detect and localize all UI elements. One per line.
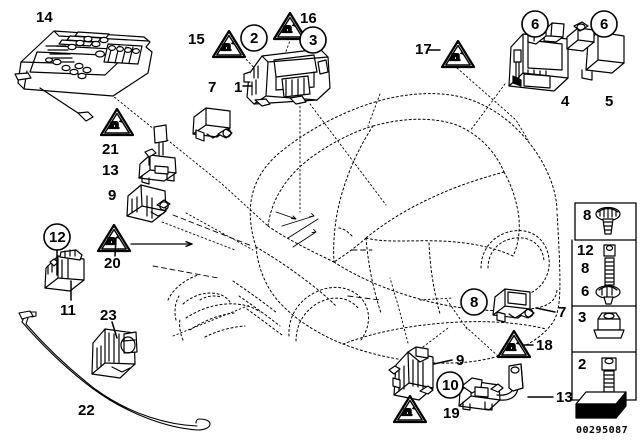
callout-3-nut: 3 bbox=[578, 309, 587, 326]
callout-16-airbag-warning-label: 16 bbox=[300, 10, 317, 27]
component-satellite-sensor-rear bbox=[492, 288, 535, 323]
windshield-arrows bbox=[275, 211, 319, 248]
circled-callout-6-screw-right: 6 bbox=[600, 16, 609, 33]
callout-17-airbag-warning-label: 17 bbox=[415, 41, 432, 58]
diagram-part-number: 00295087 bbox=[576, 425, 629, 436]
callout-5-bracket: 5 bbox=[605, 93, 614, 110]
callout-18-airbag-warning-label: 18 bbox=[536, 337, 553, 354]
callout-9-side-impact-sensor-rear: 9 bbox=[456, 352, 465, 369]
circled-callout-8-screw: 8 bbox=[470, 294, 479, 311]
car-body-outline bbox=[167, 93, 561, 364]
circled-callout-6-screw-left: 6 bbox=[531, 16, 540, 33]
callout-20-airbag-warning-label: 20 bbox=[104, 255, 121, 272]
component-sensor-cable-front bbox=[138, 124, 177, 185]
component-side-impact-sensor-rear bbox=[388, 346, 434, 401]
callout-circles bbox=[43, 10, 618, 399]
component-bracket bbox=[566, 21, 625, 81]
component-wiring-harness bbox=[18, 310, 211, 431]
component-satellite-sensor-front bbox=[192, 107, 233, 142]
callout-13-sensor-cable-rear: 13 bbox=[556, 389, 573, 406]
airbag-warning-triangle-20 bbox=[96, 223, 132, 253]
callout-1-control-unit: 1 bbox=[234, 79, 243, 96]
component-junction-box-carrier bbox=[14, 30, 153, 122]
component-sensor-cable-rear bbox=[458, 363, 524, 411]
leader-lines-dashed bbox=[152, 214, 381, 301]
callout-19-airbag-warning-label: 19 bbox=[443, 405, 460, 422]
callout-8-screw-upper: 8 bbox=[583, 207, 592, 224]
circled-callout-2-bolt: 2 bbox=[250, 30, 259, 47]
component-side-impact-sensor-front bbox=[126, 184, 171, 223]
leader-arrow-20 bbox=[130, 240, 193, 248]
callout-12-bolt: 12 bbox=[577, 242, 594, 259]
callout-4-control-module: 4 bbox=[561, 93, 570, 110]
component-crash-sensor bbox=[44, 249, 85, 292]
callout-14-junction-box: 14 bbox=[36, 9, 53, 26]
brand-wedge-mark bbox=[575, 391, 627, 419]
callout-6-screw: 6 bbox=[581, 283, 590, 300]
airbag-warning-triangle-17 bbox=[440, 39, 476, 69]
component-control-module bbox=[508, 17, 569, 92]
callout-22-wiring-harness: 22 bbox=[78, 402, 95, 419]
circled-callout-12-bolt: 12 bbox=[49, 229, 66, 246]
callout-15-airbag-warning-label: 15 bbox=[188, 31, 205, 48]
callout-9-side-impact-sensor: 9 bbox=[108, 187, 117, 204]
callout-2-bolt: 2 bbox=[578, 356, 587, 373]
callout-23-front-sensor: 23 bbox=[100, 307, 117, 324]
callout-ticks bbox=[56, 49, 556, 398]
component-airbag-control-unit bbox=[243, 48, 331, 107]
airbag-warning-triangle-18 bbox=[496, 329, 532, 359]
callout-8-bolt: 8 bbox=[581, 260, 590, 277]
callout-7-satellite-sensor: 7 bbox=[208, 79, 217, 96]
fastener-icons bbox=[593, 206, 625, 393]
callout-13-sensor-cable: 13 bbox=[102, 162, 119, 179]
airbag-warning-triangle-21 bbox=[99, 107, 135, 137]
component-front-impact-sensor bbox=[91, 328, 138, 379]
circled-callout-3-nut: 3 bbox=[309, 32, 318, 49]
callout-21-airbag-warning-label: 21 bbox=[102, 141, 119, 158]
airbag-warning-triangle-19 bbox=[392, 394, 428, 424]
airbag-warning-triangle-15 bbox=[211, 29, 247, 59]
circled-callout-10-screw: 10 bbox=[442, 377, 459, 394]
callout-11-crash-sensor: 11 bbox=[60, 302, 76, 319]
callout-7-satellite-sensor-rear: 7 bbox=[558, 304, 567, 321]
